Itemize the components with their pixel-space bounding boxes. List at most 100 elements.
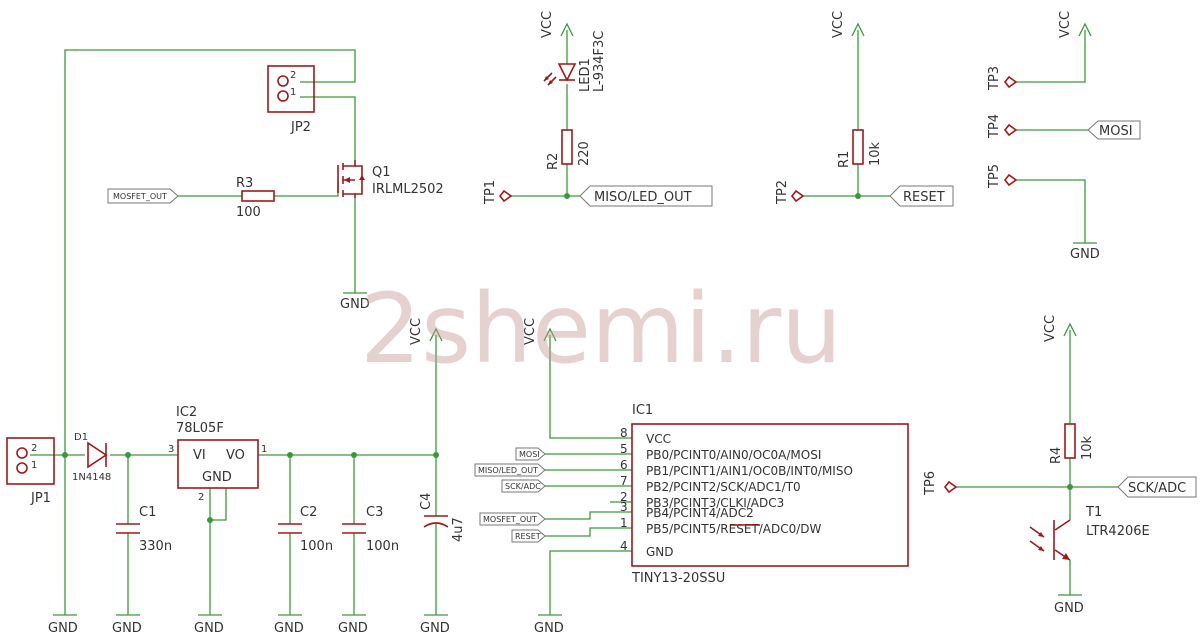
gnd-label: GND <box>1054 601 1084 616</box>
c4-capacitor: C4 4u7 <box>419 493 466 542</box>
ic1-pin-number: 4 <box>620 539 628 553</box>
t1-name: T1 <box>1085 505 1102 520</box>
jp2-name: JP2 <box>290 120 311 135</box>
c4-name: C4 <box>419 493 434 510</box>
tp3-label: TP3 <box>987 66 1002 91</box>
r3-name: R3 <box>236 176 253 191</box>
gnd-symbol: GND <box>420 614 450 636</box>
jp1-connector: 2 1 JP1 <box>6 437 55 506</box>
gnd-label: GND <box>48 621 78 636</box>
net-tag-reset-text: RESET <box>903 190 945 205</box>
jp1-pin2-label: 2 <box>31 443 37 454</box>
c2-value: 100n <box>300 539 333 554</box>
vcc-symbol: VCC <box>409 318 443 345</box>
tp5-testpoint: TP5 <box>987 164 1018 189</box>
net-tag-mosi: MOSI <box>1087 120 1141 140</box>
q1-mosfet: Q1 IRLML2502 <box>337 160 444 198</box>
gnd-symbol: GND <box>48 614 78 636</box>
r1-value: 10k <box>868 141 883 166</box>
ic2-pin-gnd: 2 <box>198 492 204 503</box>
ic2-vi-label: VI <box>193 448 206 463</box>
tp1-label: TP1 <box>483 180 498 205</box>
tp2-label: TP2 <box>775 180 790 205</box>
net-tag-sck-small: SCK/ADC <box>501 479 546 493</box>
net-tag-miso-small-text: MISO/LED_OUT <box>478 466 538 475</box>
gnd-label: GND <box>534 621 564 636</box>
junction-dot <box>287 452 293 458</box>
led1: LED1 L-934F3C <box>543 31 607 92</box>
wires <box>30 30 1118 615</box>
net-tag-mosfet-small: MOSFET_OUT <box>479 512 546 526</box>
gnd-symbol: GND <box>340 292 370 312</box>
r2-name: R2 <box>546 153 561 170</box>
r4-name: R4 <box>1049 447 1064 464</box>
junction-dot <box>564 193 570 199</box>
c2-capacitor: C2 100n <box>278 505 333 554</box>
ic1-pin-name: VCC <box>646 432 671 446</box>
vcc-label: VCC <box>1043 315 1058 342</box>
c1-name: C1 <box>139 505 156 520</box>
gnd-label: GND <box>274 621 304 636</box>
tp6-label: TP6 <box>923 471 938 496</box>
net-tag-sck-small-text: SCK/ADC <box>505 482 541 491</box>
tp4-label: TP4 <box>987 114 1002 139</box>
vcc-symbol: VCC <box>523 318 557 345</box>
jp1-pin1-label: 1 <box>31 460 37 471</box>
jp2-pin1-label: 1 <box>290 87 296 98</box>
ic1-pin-number: 5 <box>620 442 628 456</box>
r1-name: R1 <box>837 151 852 168</box>
r4-resistor: R4 10k <box>1049 423 1095 464</box>
d1-diode: D1 1N4148 <box>72 432 111 483</box>
gnd-symbol: GND <box>112 614 142 636</box>
gnd-symbol: GND <box>274 614 304 636</box>
gnd-label: GND <box>1070 247 1100 262</box>
vcc-label: VCC <box>1058 11 1073 38</box>
jp2-pin2-label: 2 <box>290 70 296 81</box>
junction-dot <box>433 452 439 458</box>
net-tag-miso-led-out: MISO/LED_OUT <box>579 185 713 207</box>
net-tag-sck-adc-text: SCK/ADC <box>1128 481 1186 496</box>
ic1-pin-name: PB5/PCINT5/RESET/ADC0/DW <box>646 522 822 536</box>
r1-resistor: R1 10k <box>837 129 883 168</box>
vcc-label: VCC <box>540 11 555 38</box>
net-tag-reset-small-text: RESET <box>515 532 541 541</box>
junction-dot <box>855 193 861 199</box>
ic2-vo-label: VO <box>226 448 245 463</box>
d1-name: D1 <box>74 432 88 443</box>
ic2-regulator: IC2 78L05F VI VO GND 3 1 2 <box>168 405 267 503</box>
tp4-testpoint: TP4 <box>987 114 1018 139</box>
ic1-pin-number: 2 <box>620 490 628 504</box>
vcc-symbols: VCC VCC VCC VCC VCC VCC <box>409 11 1092 345</box>
junction-dot <box>207 517 213 523</box>
vcc-symbol: VCC <box>540 11 574 38</box>
net-tag-mosfet-small-text: MOSFET_OUT <box>483 515 537 524</box>
c1-value: 330n <box>139 539 172 554</box>
vcc-symbol: VCC <box>1043 315 1077 342</box>
jp1-name: JP1 <box>30 491 51 506</box>
gnd-label: GND <box>420 621 450 636</box>
net-tag-mosfet-out-text: MOSFET_OUT <box>113 192 167 201</box>
tp2-testpoint: TP2 <box>775 180 805 205</box>
ic1-name: IC1 <box>632 403 653 418</box>
led1-name: LED1 <box>578 58 593 92</box>
gnd-symbol: GND <box>194 614 224 636</box>
r3-resistor: R3 100 <box>236 176 275 220</box>
vcc-label: VCC <box>831 11 846 38</box>
watermark: 2shemi.ru <box>360 273 842 385</box>
ic2-name: IC2 <box>176 405 197 420</box>
junction-dot <box>1067 484 1073 490</box>
vcc-symbol: VCC <box>1058 11 1092 38</box>
tp6-testpoint: TP6 <box>923 471 958 496</box>
ic1-pin-name: PB0/PCINT0/AIN0/OC0A/MOSI <box>646 448 821 462</box>
t1-value: LTR4206E <box>1086 524 1150 539</box>
tp1-testpoint: TP1 <box>483 180 513 205</box>
net-tag-sck-adc: SCK/ADC <box>1117 476 1197 498</box>
r3-value: 100 <box>236 205 261 220</box>
r2-value: 220 <box>577 141 592 166</box>
ic1-pin-number: 1 <box>620 516 628 530</box>
net-tag-miso-led-out-text: MISO/LED_OUT <box>594 190 692 205</box>
gnd-label: GND <box>340 297 370 312</box>
ic1-value: TINY13-20SSU <box>631 571 725 586</box>
